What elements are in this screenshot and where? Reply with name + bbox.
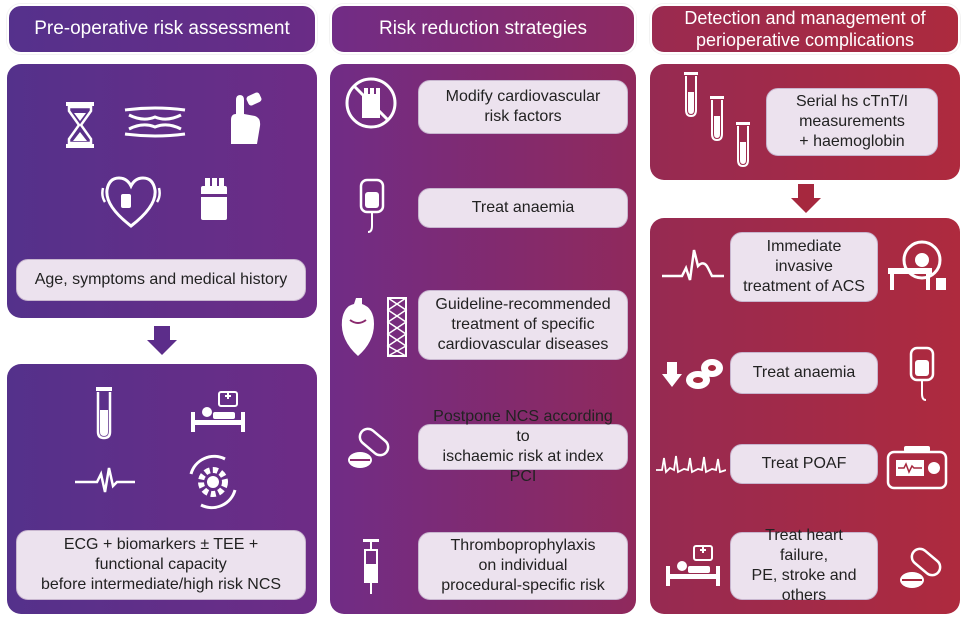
hospital-bed-icon	[666, 545, 720, 586]
header-pre-operative: Pre-operative risk assessment	[7, 4, 317, 54]
blood-bag-icon	[909, 346, 935, 401]
box-text: Immediate invasive treatment of ACS	[743, 238, 865, 295]
down-arrow	[791, 184, 821, 213]
defibrillator-icon	[886, 446, 948, 490]
box-treat-anaemia: Treat anaemia	[730, 352, 878, 394]
blood-bag-icon	[359, 178, 385, 233]
panel-risk-reduction: Modify cardiovascular risk factors Treat…	[330, 64, 636, 614]
box-tests: ECG + biomarkers ± TEE + functional capa…	[16, 530, 306, 600]
box-text: Treat POAF	[761, 455, 847, 472]
test-tubes-icon	[684, 72, 750, 168]
box-text: Thromboprophylaxis on individual procedu…	[441, 537, 605, 594]
blood-cells-icon	[686, 359, 723, 389]
box-text: Treat heart failure, PE, stroke and othe…	[751, 527, 857, 604]
syringe-icon	[363, 539, 379, 594]
pill-icon	[900, 547, 942, 588]
box-text: Treat anaemia	[752, 364, 856, 381]
box-guideline-treatment: Guideline-recommended treatment of speci…	[418, 290, 628, 360]
cath-lab-icon	[888, 240, 946, 290]
hourglass-icon	[66, 102, 94, 148]
down-arrow	[147, 326, 177, 355]
box-text: ECG + biomarkers ± TEE + functional capa…	[40, 536, 282, 593]
box-history: Age, symptoms and medical history	[16, 259, 306, 301]
box-treat-anaemia: Treat anaemia	[418, 188, 628, 228]
af-ecg-icon	[656, 455, 726, 474]
test-tube-icon	[96, 387, 112, 440]
header-risk-reduction: Risk reduction strategies	[330, 4, 636, 54]
gear-cycle-icon	[189, 454, 237, 510]
finger-glucose-icon	[231, 92, 262, 144]
panel-history: Age, symptoms and medical history	[7, 64, 317, 318]
box-text: Guideline-recommended treatment of speci…	[435, 296, 611, 353]
stent-icon	[386, 297, 408, 357]
header-text: Risk reduction strategies	[378, 18, 588, 39]
down-arrow-icon	[662, 362, 682, 387]
header-text: Pre-operative risk assessment	[34, 18, 290, 39]
box-text: Treat anaemia	[471, 199, 575, 216]
box-text: Age, symptoms and medical history	[34, 271, 288, 288]
panel-management: Immediate invasive treatment of ACS Trea…	[650, 218, 960, 614]
box-thromboprophylaxis: Thromboprophylaxis on individual procedu…	[418, 532, 628, 600]
box-invasive-acs: Immediate invasive treatment of ACS	[730, 232, 878, 302]
box-text: Postpone NCS according to ischaemic risk…	[433, 408, 613, 485]
header-text: Detection and management of perioperativ…	[684, 8, 926, 50]
box-modify-risk: Modify cardiovascular risk factors	[418, 80, 628, 134]
heart-anatomy-icon	[341, 298, 374, 356]
panel-tests: ECG + biomarkers ± TEE + functional capa…	[7, 364, 317, 614]
box-serial-troponin: Serial hs cTnT/I measurements + haemoglo…	[766, 88, 938, 156]
box-treat-poaf: Treat POAF	[730, 444, 878, 484]
header-detection: Detection and management of perioperativ…	[650, 4, 960, 54]
ecg-st-icon	[662, 249, 724, 281]
no-smoking-icon	[345, 77, 397, 129]
cigarette-pack-icon	[201, 178, 227, 220]
box-treat-heart-failure: Treat heart failure, PE, stroke and othe…	[730, 527, 878, 604]
ecg-wave-icon	[75, 467, 135, 493]
pill-icon	[348, 427, 390, 468]
panel-detection: Serial hs cTnT/I measurements + haemoglo…	[650, 64, 960, 180]
box-text: Serial hs cTnT/I measurements + haemoglo…	[795, 93, 909, 150]
artery-plaque-icon	[124, 106, 186, 138]
box-postpone-ncs: Postpone NCS according to ischaemic risk…	[418, 408, 628, 485]
box-text: Modify cardiovascular risk factors	[445, 88, 601, 125]
hospital-bed-icon	[191, 391, 245, 432]
heart-monitor-icon	[101, 176, 161, 228]
